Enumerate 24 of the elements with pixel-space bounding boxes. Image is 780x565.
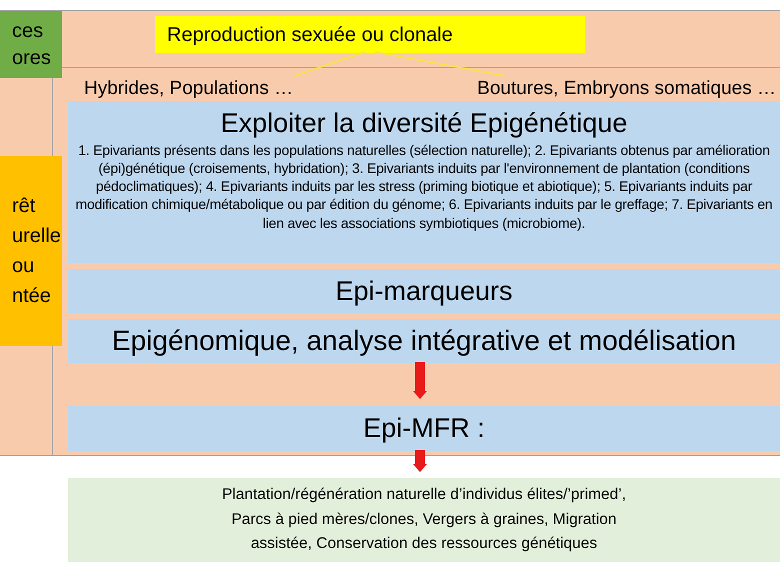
box-text: ces ores xyxy=(12,18,52,70)
connector-line xyxy=(374,51,506,77)
content-box xyxy=(68,101,780,263)
text-label: Hybrides, Populations … xyxy=(84,76,294,101)
block-arrow xyxy=(413,450,427,472)
category-box xyxy=(0,11,62,78)
box-text: Epigénomique, analyse intégrative et modélisation xyxy=(112,324,736,358)
box-text: Reproduction sexuée ou clonale xyxy=(167,22,453,48)
content-box xyxy=(68,269,780,313)
result-box xyxy=(68,478,780,562)
box-text: Plantation/régénération naturelle d’individus élites/’primed’, Parcs à pied mères/clones, Vergers à graines, Migration assistée, Conservation des ressources génétiques xyxy=(220,484,628,554)
connector-line xyxy=(294,51,366,77)
box-text: Epi-marqueurs xyxy=(335,274,513,308)
panel-background xyxy=(0,10,780,456)
category-box xyxy=(0,156,62,346)
box-text: rêt urelle ou ntée xyxy=(12,194,62,309)
box-body-text: 1. Epivariants présents dans les populations naturelles (sélection naturelle); 2. Epivariants obtenus par amélioration (épi)génétique (croisements, hybridation); 3. Epivariants induits par l'environnement de plantation (conditions pédoclimatiques); 4. Epivariants induits par les stress (priming biotique et abiotique); 5. Epivariants induits par modification chimique/métabolique ou par édition du génome; 6. Epivariants induits par le greffage; 7. Epivariants en lien avec les associations symbiotiques (microbiome). xyxy=(74,140,774,232)
highlight-box xyxy=(155,16,585,53)
content-box xyxy=(68,319,780,363)
box-text: Epi-MFR : xyxy=(363,412,485,446)
block-arrow xyxy=(413,362,427,400)
content-box xyxy=(68,406,780,451)
text-label: Boutures, Embryons somatiques … xyxy=(477,76,776,101)
box-title: Exploiter la diversité Epigénétique xyxy=(220,107,628,140)
